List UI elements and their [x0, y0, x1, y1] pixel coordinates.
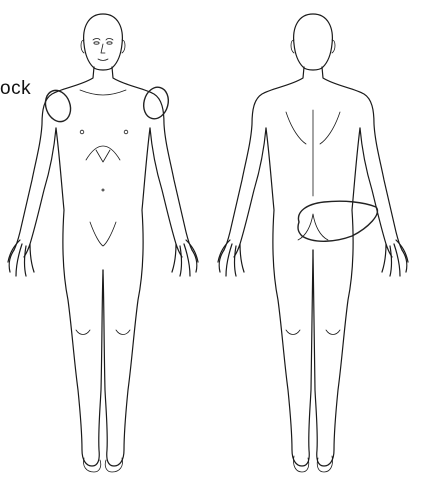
front-torso-left — [14, 67, 94, 250]
front-right-hand — [172, 240, 198, 276]
front-right-nipple — [124, 130, 128, 134]
back-torso-right — [322, 67, 402, 250]
front-right-knee — [116, 330, 130, 335]
front-left-shoulder-mark — [41, 87, 74, 125]
front-left-nipple — [80, 130, 84, 134]
front-left-leg — [56, 128, 103, 466]
back-left-knee — [286, 330, 300, 335]
back-right-knee — [326, 330, 340, 335]
back-figure — [218, 14, 408, 472]
front-figure — [8, 14, 198, 472]
back-torso-left — [224, 67, 304, 250]
back-right-hand — [382, 240, 408, 276]
front-head — [84, 14, 123, 70]
back-left-shoulder-blade — [286, 112, 306, 144]
front-right-leg — [103, 128, 150, 466]
front-rib-line — [96, 150, 110, 162]
front-face — [93, 39, 113, 61]
front-left-hand — [8, 240, 34, 276]
front-left-knee — [76, 330, 90, 335]
back-head — [294, 14, 333, 70]
front-clavicles — [80, 90, 126, 95]
back-right-leg — [313, 128, 360, 466]
front-groin — [90, 222, 116, 246]
back-buttocks-mark — [298, 201, 377, 241]
front-navel — [102, 189, 104, 191]
back-right-shoulder-blade — [320, 112, 340, 144]
front-torso-right — [112, 67, 192, 250]
back-left-leg — [266, 128, 313, 466]
front-chest-line — [86, 146, 120, 160]
back-left-hand — [218, 240, 244, 276]
